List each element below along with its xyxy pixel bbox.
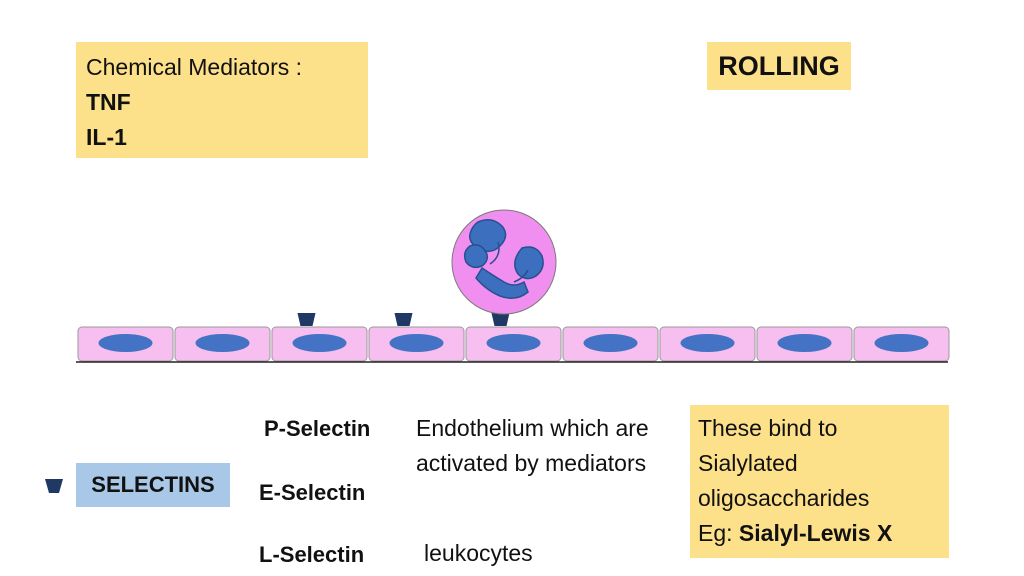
selectin-marker [297,313,316,326]
nucleus-lobe-2 [463,244,489,269]
binding-line-2: Sialylated [698,450,798,476]
endothelial-cell-nucleus [389,334,444,352]
nucleus-lobe-4 [475,266,529,299]
leukocyte-source-text: leukocytes [424,540,533,566]
sialyl-lewis-x: Sialyl-Lewis X [738,520,893,546]
nucleus-connector [489,241,529,283]
endothelial-cell-nucleus [486,334,541,352]
nucleus-lobe-3 [514,246,544,280]
l-selectin-label: L-Selectin [259,542,365,567]
endothelial-cell-nucleus [680,334,735,352]
p-selectin-label: P-Selectin [264,416,371,441]
e-selectin-label: E-Selectin [259,480,366,505]
nucleus-lobe-1 [469,219,507,253]
endothelium-source-text: Endothelium which are activated by media… [416,415,649,476]
mediator-il1: IL-1 [86,124,127,150]
selectin-marker [394,313,413,326]
endothelial-cell-nucleus [292,334,347,352]
selectins-legend-label: SELECTINS [76,463,230,507]
binding-line-1: These bind to [698,415,838,441]
endothelial-cell-nucleus [874,334,929,352]
endothelial-cell-layer [77,326,950,362]
endothelial-cell-nucleus [98,334,153,352]
selectin-legend-icon [45,479,63,493]
endothelial-cell-nucleus [583,334,638,352]
chemical-mediators-box: Chemical Mediators : TNF IL-1 [76,42,368,158]
leukocyte [451,209,557,315]
binding-example: Eg: Sialyl-Lewis X [698,516,941,551]
selectin-marker [491,313,510,326]
mediator-tnf: TNF [86,89,131,115]
leukocyte-nucleus-lobes [463,219,544,299]
mediators-heading: Chemical Mediators : [86,54,303,80]
binding-line-3: oligosaccharides [698,485,870,511]
selectin-markers [297,313,510,326]
stage-label: ROLLING [707,42,851,90]
endothelial-cell-nucleus [195,334,250,352]
example-prefix: Eg: [698,520,739,546]
endothelial-cell-nucleus [777,334,832,352]
binding-info-box: These bind to Sialylated oligosaccharide… [690,405,949,558]
